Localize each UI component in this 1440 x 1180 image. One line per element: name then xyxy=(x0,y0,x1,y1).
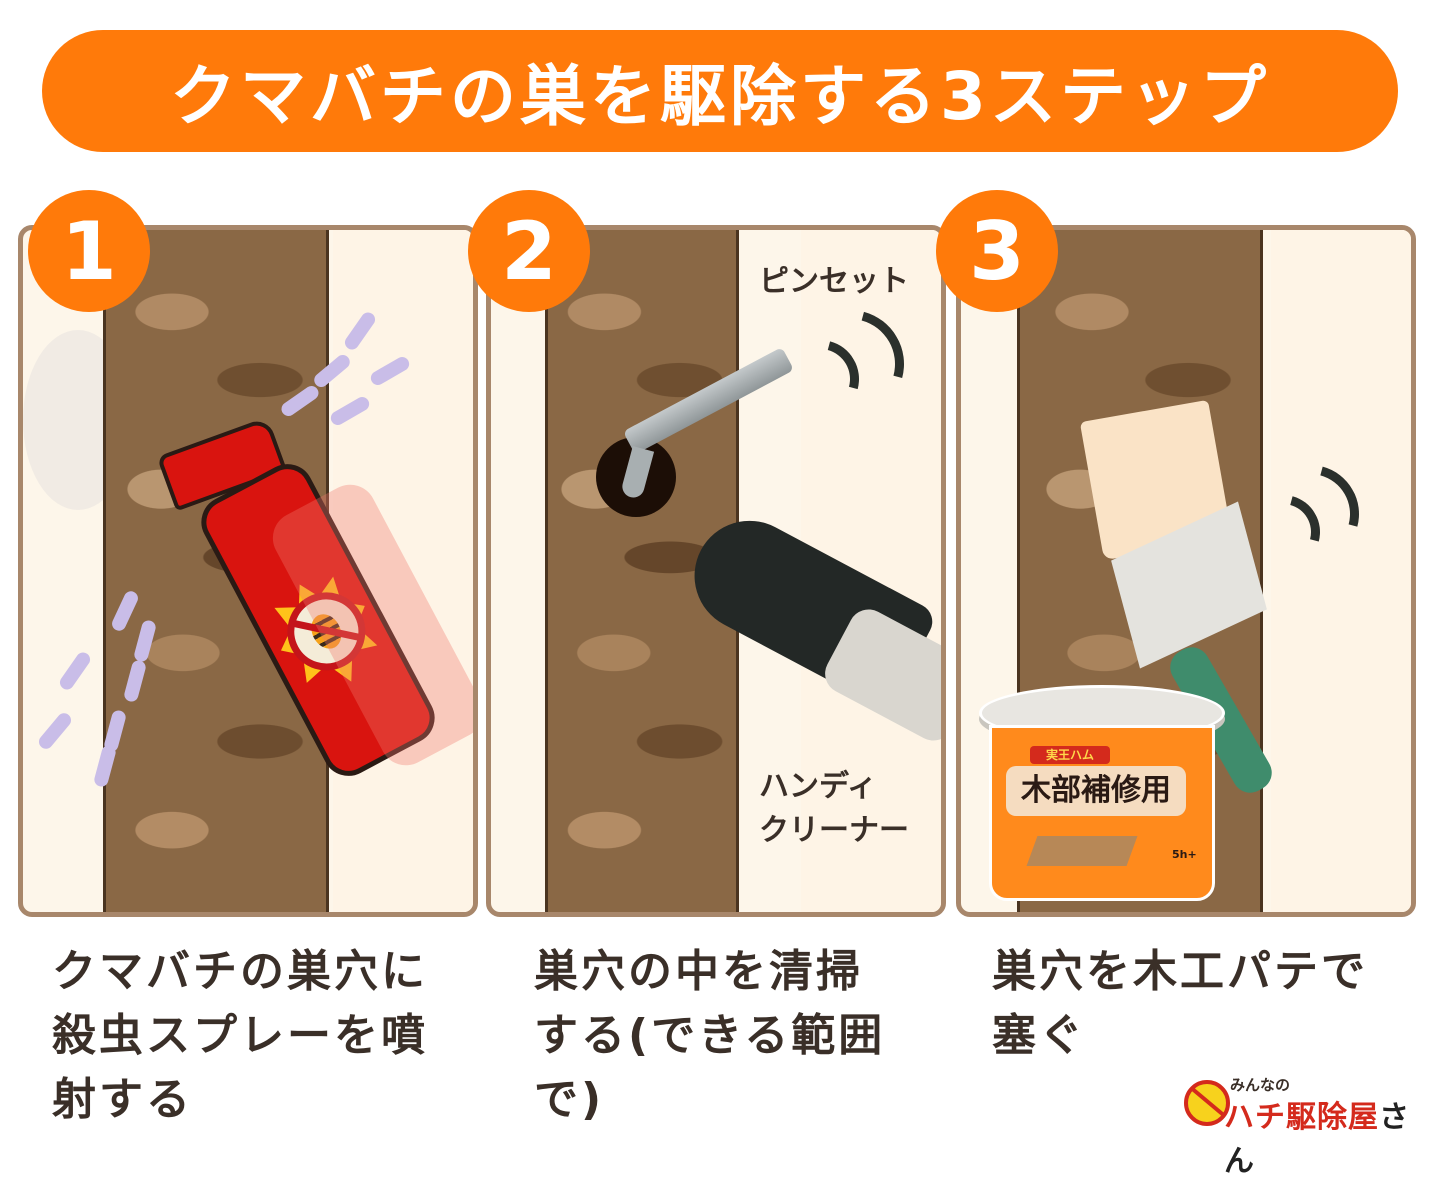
logo-tagline: みんなの xyxy=(1230,1076,1291,1094)
step-caption-1: クマバチの巣穴に 殺虫スプレーを噴 射する xyxy=(52,946,428,1125)
spray-mist-dash xyxy=(57,649,93,693)
wood-putty-bucket-icon: 実王ハム 木部補修用 5h+ xyxy=(979,685,1225,901)
bucket-main-label: 木部補修用 xyxy=(1006,766,1186,816)
step-badge-2: 2 xyxy=(468,190,590,312)
tool-label-handy-cleaner: ハンディ クリーナー xyxy=(759,769,909,848)
page-title: クマバチの巣を駆除する3ステップ xyxy=(170,58,1270,135)
background-glow xyxy=(1271,230,1411,912)
step-panel-2: ピンセット ハンディ クリーナー xyxy=(486,225,946,917)
step-number: 2 xyxy=(501,204,557,298)
title-banner: クマバチの巣を駆除する3ステップ xyxy=(42,30,1398,152)
logo-name-main: ハチ駆除屋 xyxy=(1224,1100,1379,1135)
step-caption-2: 巣穴の中を清掃 する(できる範囲 で) xyxy=(534,946,886,1125)
step-number: 3 xyxy=(969,204,1025,298)
tool-label-tweezers: ピンセット xyxy=(759,264,909,299)
bucket-size: 5h+ xyxy=(1172,848,1197,861)
logo-name: ハチ駆除屋さん xyxy=(1224,1092,1440,1180)
spray-mist-dash xyxy=(36,710,74,752)
no-bee-logo-icon xyxy=(1184,1080,1230,1126)
step-panel-1 xyxy=(18,225,478,917)
step-caption-3: 巣穴を木工パテで 塞ぐ xyxy=(992,946,1368,1061)
step-badge-3: 3 xyxy=(936,190,1058,312)
step-panel-3: 実王ハム 木部補修用 5h+ xyxy=(956,225,1416,917)
brand-logo: みんなの ハチ駆除屋さん xyxy=(1180,1072,1440,1179)
prohibit-slash xyxy=(1189,1086,1227,1118)
wood-plank-icon xyxy=(1026,836,1138,866)
bucket-brand-label: 実王ハム xyxy=(1030,746,1110,764)
step-badge-1: 1 xyxy=(28,190,150,312)
step-number: 1 xyxy=(61,204,117,298)
bucket-body: 実王ハム 木部補修用 5h+ xyxy=(989,725,1215,901)
